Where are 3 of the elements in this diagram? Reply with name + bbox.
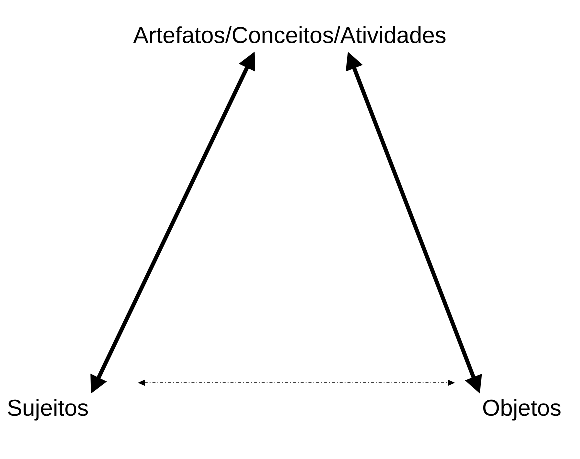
node-label: Artefatos/Conceitos/Atividades	[133, 26, 446, 44]
node-label: Objetos	[483, 399, 561, 421]
node-label: Sujeitos	[8, 399, 88, 421]
